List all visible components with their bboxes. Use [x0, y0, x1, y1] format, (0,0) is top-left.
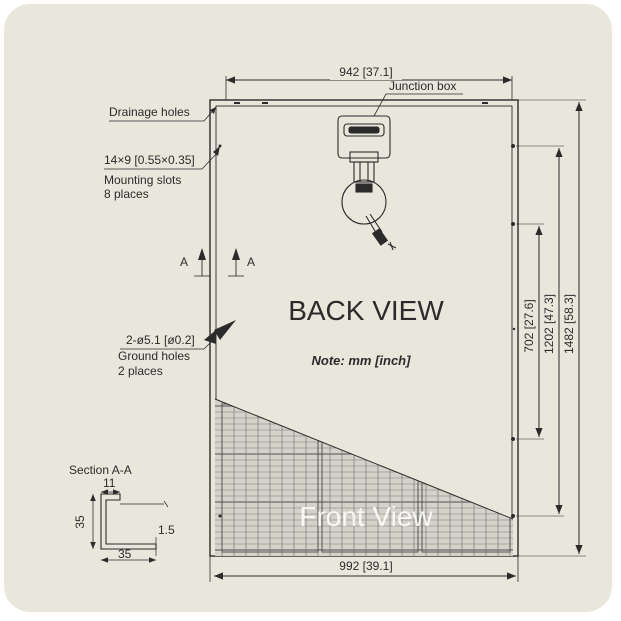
units-note: Note: mm [inch] [312, 353, 412, 368]
section-mark-right: A [247, 255, 255, 269]
section-title: Section A-A [69, 463, 132, 477]
junction-box [337, 115, 397, 251]
module-drawing: 942 [37.1] 992 [39.1] 702 [27.6] 1202 [4… [69, 65, 586, 582]
drainage-holes-label: Drainage holes [109, 105, 190, 119]
ground-holes-label: Ground holes [118, 349, 190, 363]
section-height-label: 35 [73, 515, 87, 529]
section-width-label: 35 [118, 547, 132, 561]
section-a-a: Section A-A 11 35 1.5 35 [69, 463, 175, 563]
mount-span-label: 942 [37.1] [339, 65, 392, 79]
frame-profile [100, 493, 157, 550]
section-marker-right: A [228, 248, 255, 277]
slot-size-label: 14×9 [0.55×0.35] [104, 153, 195, 167]
section-thickness-label: 1.5 [158, 523, 175, 537]
mount-pitch-label: 1202 [47.3] [542, 294, 556, 354]
section-marker-left: A [180, 248, 210, 277]
panel-height-label: 1482 [58.3] [562, 294, 576, 354]
section-mark-left: A [180, 255, 188, 269]
ground-holes-count: 2 places [118, 364, 163, 378]
junction-box-label: Junction box [389, 79, 456, 93]
mounting-slots-label: Mounting slots [104, 173, 181, 187]
ground-pitch-label: 702 [27.6] [522, 299, 536, 352]
drawing-card: 942 [37.1] 992 [39.1] 702 [27.6] 1202 [4… [4, 4, 612, 612]
front-view-cells [215, 399, 513, 556]
front-view-label: Front View [299, 501, 433, 532]
panel-width-label: 992 [39.1] [339, 559, 392, 573]
view-title: BACK VIEW [288, 295, 444, 326]
mounting-slots-count: 8 places [104, 187, 149, 201]
mounting-slot-marks [218, 102, 516, 518]
cutaway-edge [214, 398, 514, 520]
section-flange-label: 11 [103, 476, 116, 490]
ground-size-label: 2-ø5.1 [ø0.2] [126, 333, 195, 347]
